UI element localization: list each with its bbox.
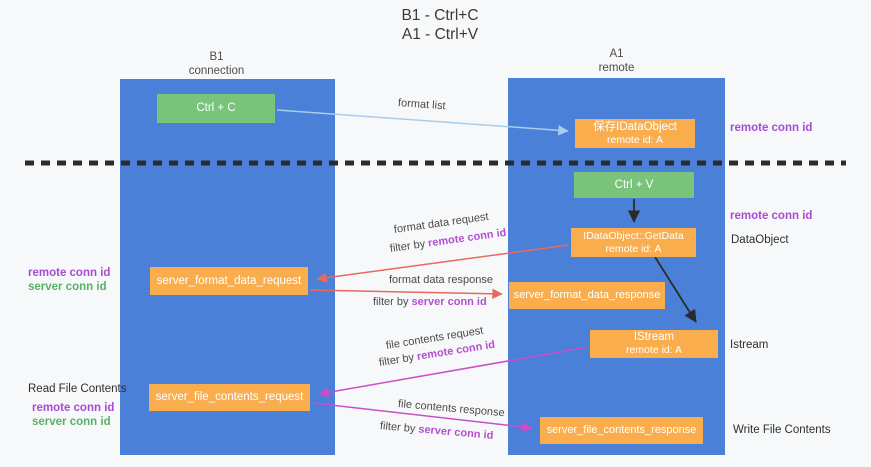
- annotation-format-remote-conn-id: remote conn id: [28, 267, 111, 279]
- node-save-dataobject-line1: 保存IDataObject: [593, 120, 677, 133]
- diagram-title: B1 - Ctrl+C A1 - Ctrl+V: [295, 6, 585, 44]
- node-server-file-contents-request-label: server_file_contents_request: [155, 391, 304, 403]
- node-getdata: IDataObject::GetData remote id: A: [571, 228, 696, 257]
- node-istream-line1: IStream: [633, 331, 675, 343]
- node-istream: IStream remote id: A: [590, 330, 718, 358]
- annotation-read-file-contents: Read File Contents: [28, 383, 127, 395]
- node-server-format-data-request-label: server_format_data_request: [156, 274, 302, 287]
- node-ctrl-v-label: Ctrl + V: [614, 178, 654, 191]
- node-server-file-contents-response-label: server_file_contents_response: [546, 424, 697, 436]
- edge-label-file-contents-response: file contents response: [397, 398, 506, 420]
- node-istream-line2: remote id: A: [625, 344, 683, 356]
- node-ctrl-c-label: Ctrl + C: [196, 102, 236, 114]
- annotation-remote-conn-id-mid: remote conn id: [730, 210, 813, 222]
- filter-value: server conn id: [411, 296, 487, 308]
- filter-prefix: filter by: [373, 296, 412, 308]
- lane-header-a1: A1 remote: [508, 47, 725, 75]
- node-server-format-data-request: server_format_data_request: [150, 267, 308, 295]
- lane-b1-name: B1: [209, 51, 224, 63]
- node-ctrl-c: Ctrl + C: [157, 94, 275, 123]
- node-server-file-contents-response: server_file_contents_response: [540, 417, 703, 444]
- filter-value: remote conn id: [427, 226, 508, 250]
- node-getdata-line1: IDataObject::GetData: [583, 229, 684, 242]
- annotation-write-file-contents: Write File Contents: [733, 424, 831, 436]
- lane-b1-subtitle: connection: [188, 65, 245, 77]
- annotation-istream: Istream: [730, 339, 769, 351]
- filter-prefix: filter by: [389, 237, 429, 255]
- edge-label-filter-file-response: filter by server conn id: [379, 420, 493, 442]
- title-line-2: A1 - Ctrl+V: [401, 26, 479, 43]
- node-save-dataobject-line2: remote id: A: [606, 133, 664, 146]
- annotation-dataobject: DataObject: [731, 234, 789, 246]
- node-server-file-contents-request: server_file_contents_request: [149, 384, 310, 411]
- annotation-file-server-conn-id: server conn id: [32, 416, 111, 428]
- annotation-remote-conn-id-top: remote conn id: [730, 122, 813, 134]
- title-line-1: B1 - Ctrl+C: [401, 7, 479, 24]
- filter-prefix: filter by: [379, 420, 419, 436]
- lane-a1-name: A1: [609, 48, 624, 60]
- annotation-file-remote-conn-id: remote conn id: [32, 402, 115, 414]
- arrow-format-data-response: [309, 288, 503, 300]
- lane-header-b1: B1 connection: [120, 50, 313, 78]
- node-getdata-line2: remote id: A: [605, 242, 662, 255]
- node-server-format-data-response: server_format_data_response: [509, 282, 665, 309]
- node-server-format-data-response-label: server_format_data_response: [513, 289, 661, 301]
- lane-a1-subtitle: remote: [598, 62, 635, 74]
- annotation-format-server-conn-id: server conn id: [28, 281, 107, 293]
- node-save-dataobject: 保存IDataObject remote id: A: [575, 119, 695, 148]
- filter-prefix: filter by: [378, 351, 418, 369]
- edge-label-format-data-response: format data response: [389, 274, 493, 286]
- edge-label-format-list: format list: [397, 97, 446, 113]
- edge-label-filter-format-response: filter by server conn id: [373, 296, 487, 308]
- node-ctrl-v: Ctrl + V: [574, 172, 694, 198]
- filter-value: server conn id: [417, 423, 494, 442]
